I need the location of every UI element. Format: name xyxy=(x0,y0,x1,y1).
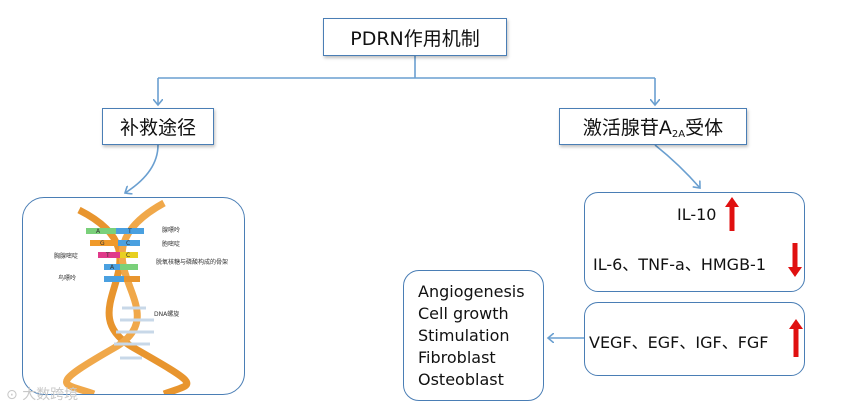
svg-text:T: T xyxy=(127,228,132,235)
growth-factor-box: VEGF、EGF、IGF、FGF xyxy=(584,302,805,376)
svg-text:T: T xyxy=(105,252,110,259)
watermark: ⊙ 大数跨境 xyxy=(6,387,79,403)
svg-text:C: C xyxy=(126,252,130,259)
arrow-to-dna-box xyxy=(125,144,159,193)
effect-item: Fibroblast xyxy=(418,347,496,367)
cytokine-box: IL-10 IL-6、TNF-a、HMGB-1 xyxy=(584,192,805,292)
adenosine-receptor-label: 激活腺苷A2A受体 xyxy=(582,117,724,140)
svg-text:G: G xyxy=(100,240,105,247)
growth-up-arrow-icon xyxy=(789,319,803,357)
svg-text:A: A xyxy=(96,228,101,235)
effect-item: Angiogenesis xyxy=(418,281,525,301)
root-node: PDRN作用机制 xyxy=(323,18,507,56)
il6-tnf-hmgb-label: IL-6、TNF-a、HMGB-1 xyxy=(593,255,766,274)
dna-base-letters: A T G C T C A xyxy=(96,228,132,271)
dna-figure-box: A T G C T C A 胸腺嘧啶 鸟嘌呤 腺嘌呤 胞嘧啶 脱氧核糖与磷酸构成… xyxy=(22,197,245,395)
dna-label-thymine: 胸腺嘧啶 xyxy=(54,252,78,260)
svg-text:C: C xyxy=(126,240,130,247)
effect-item: Osteoblast xyxy=(418,369,504,389)
dna-helix-illustration: A T G C T C A 胸腺嘧啶 鸟嘌呤 腺嘌呤 胞嘧啶 脱氧核糖与磷酸构成… xyxy=(54,199,228,394)
svg-text:A: A xyxy=(110,264,115,271)
effect-item: Stimulation xyxy=(418,325,510,345)
watermark-logo-icon: ⊙ xyxy=(6,387,23,403)
salvage-pathway-label: 补救途径 xyxy=(119,117,196,139)
dna-label-helix: DNA螺旋 xyxy=(154,310,179,318)
salvage-pathway-node: 补救途径 xyxy=(102,108,214,145)
up-arrow-icon xyxy=(725,197,739,231)
effect-item: Cell growth xyxy=(418,303,509,323)
dna-label-backbone: 脱氧核糖与磷酸构成的骨架 xyxy=(156,258,228,266)
arrow-to-cytokine-box xyxy=(654,144,700,188)
dna-label-adenine: 腺嘌呤 xyxy=(162,226,180,234)
growth-factor-label: VEGF、EGF、IGF、FGF xyxy=(589,333,769,352)
dna-base-pairs xyxy=(85,228,154,360)
adenosine-receptor-node: 激活腺苷A2A受体 xyxy=(559,108,747,145)
dna-label-guanine: 鸟嘌呤 xyxy=(58,274,76,282)
root-label: PDRN作用机制 xyxy=(350,27,480,50)
down-arrow-icon xyxy=(788,243,802,277)
dna-label-cytosine: 胞嘧啶 xyxy=(162,240,180,248)
effects-box: Angiogenesis Cell growth Stimulation Fib… xyxy=(403,270,544,401)
il10-label: IL-10 xyxy=(677,205,717,224)
